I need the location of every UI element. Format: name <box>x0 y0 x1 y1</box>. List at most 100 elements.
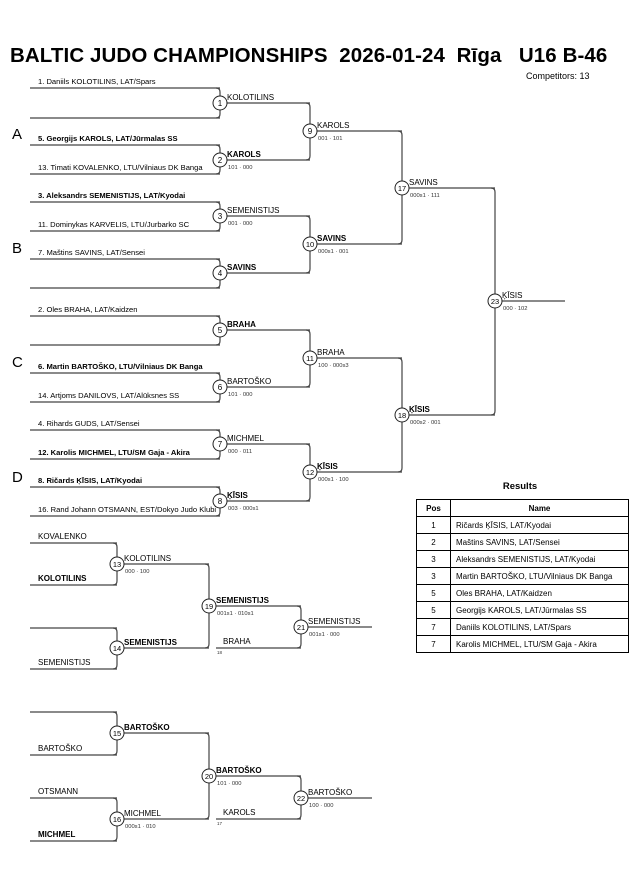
results-header-name: Name <box>450 499 629 517</box>
match-number: 9 <box>308 127 313 136</box>
match-number-circle <box>487 293 503 309</box>
match-number-circle <box>212 265 228 281</box>
match-number: 19 <box>205 602 213 611</box>
entry-name: 16. Rand Johann OTSMANN, EST/Dokyo Judo … <box>38 505 216 514</box>
winner-name: BARTOŠKO <box>216 766 262 775</box>
match-number: 10 <box>306 240 314 249</box>
match-score: 001 · 000 <box>228 221 253 227</box>
result-name: Ričards ĶĪSIS, LAT/Kyodai <box>450 516 629 534</box>
match-number-circle <box>212 152 228 168</box>
winner-name: KOLOTILINS <box>124 554 171 563</box>
result-pos: 1 <box>416 516 451 534</box>
match-number-circle <box>109 556 125 572</box>
match-number: 15 <box>113 729 121 738</box>
match-number: 14 <box>113 644 121 653</box>
match-number-circle <box>201 768 217 784</box>
match-score: 000 · 102 <box>503 306 528 312</box>
match-number: 18 <box>398 411 406 420</box>
match-score: 001s1 · 010s1 <box>217 611 254 617</box>
entry-name: 3. Aleksandrs SEMENISTIJS, LAT/Kyodai <box>38 191 185 200</box>
match-number: 4 <box>218 269 223 278</box>
match-number-circle <box>302 236 318 252</box>
repechage-entry-name: OTSMANN <box>38 787 78 796</box>
result-name: Georgijs KAROLS, LAT/Jūrmalas SS <box>450 601 629 619</box>
match-score: 001s1 · 000 <box>309 632 340 638</box>
repechage-entry-name: BARTOŠKO <box>38 744 82 753</box>
match-number: 21 <box>297 623 305 632</box>
winner-name: SAVINS <box>409 178 438 187</box>
match-number-circle <box>293 619 309 635</box>
winner-name: ĶĪSIS <box>317 462 339 471</box>
winner-name: ĶĪSIS <box>502 291 522 300</box>
winner-name: SEMENISTIJS <box>308 617 360 626</box>
repechage-entry-name: KOVALENKO <box>38 532 87 541</box>
winner-name: KAROLS <box>317 121 349 130</box>
match-number-circle <box>302 123 318 139</box>
match-number: 20 <box>205 772 213 781</box>
winner-name: ĶĪSIS <box>409 405 431 414</box>
repechage-entry-name: MICHMEL <box>38 830 75 839</box>
entry-name: 8. Ričards ĶĪSIS, LAT/Kyodai <box>38 476 142 485</box>
match-number: 7 <box>218 440 223 449</box>
entry-name: 1. Daniils KOLOTILINS, LAT/Spars <box>38 77 156 86</box>
match-number: 17 <box>398 184 406 193</box>
results-header-row: Pos Name <box>416 499 629 517</box>
match-number-circle <box>212 322 228 338</box>
crossover-name: KAROLS <box>223 808 255 817</box>
pool-label: B <box>12 240 22 257</box>
match-number-circle <box>394 180 410 196</box>
match-number: 13 <box>113 560 121 569</box>
winner-name: BARTOŠKO <box>308 788 352 797</box>
result-name: Martin BARTOŠKO, LTU/Vilniaus DK Banga <box>450 567 629 585</box>
match-score: 000s1 · 001 <box>318 249 349 255</box>
match-number: 8 <box>218 497 223 506</box>
match-number: 5 <box>218 326 223 335</box>
match-number-circle <box>212 208 228 224</box>
match-number: 3 <box>218 212 223 221</box>
match-number-circle <box>302 350 318 366</box>
winner-name: BRAHA <box>317 348 345 357</box>
match-number-circle <box>109 725 125 741</box>
match-score: 000s1 · 100 <box>318 477 349 483</box>
match-score: 101 · 000 <box>228 165 253 171</box>
competitors-count: Competitors: 13 <box>526 71 590 81</box>
results-header-pos: Pos <box>416 499 451 517</box>
winner-name: SAVINS <box>317 234 347 243</box>
result-name: Oles BRAHA, LAT/Kaidzen <box>450 584 629 602</box>
winner-name: MICHMEL <box>227 434 264 443</box>
match-number-circle <box>212 95 228 111</box>
entry-name: 12. Karolis MICHMEL, LTU/SM Gaja - Akira <box>38 448 191 457</box>
match-number: 6 <box>218 383 223 392</box>
entry-name: 14. Artjoms DANILOVS, LAT/Alūksnes SS <box>38 391 179 400</box>
match-score: 000s2 · 001 <box>410 420 441 426</box>
match-number-circle <box>212 493 228 509</box>
match-number-circle <box>212 436 228 452</box>
match-number-circle <box>212 379 228 395</box>
winner-name: SEMENISTIJS <box>124 638 178 647</box>
entry-name: 11. Dominykas KARVELIS, LTU/Jurbarko SC <box>38 220 190 229</box>
match-score: 000s1 · 111 <box>410 193 440 199</box>
match-score: 000s1 · 010 <box>125 824 156 830</box>
match-score: 101 · 000 <box>228 392 253 398</box>
match-number: 12 <box>306 468 314 477</box>
winner-name: KAROLS <box>227 150 261 159</box>
match-number-circle <box>302 464 318 480</box>
entry-name: 7. Maštins SAVINS, LAT/Sensei <box>38 248 145 257</box>
match-score: 001 · 101 <box>318 136 343 142</box>
winner-name: SEMENISTIJS <box>216 596 270 605</box>
result-pos: 5 <box>416 584 451 602</box>
match-score: 100 · 000 <box>309 803 334 809</box>
match-number-circle <box>394 407 410 423</box>
pool-label: C <box>12 354 23 371</box>
result-pos: 5 <box>416 601 451 619</box>
match-score: 000 · 100 <box>125 569 150 575</box>
match-score: 000 · 011 <box>228 449 252 455</box>
match-score: 003 · 000s1 <box>228 506 259 512</box>
pool-label: A <box>12 126 22 143</box>
result-name: Maštins SAVINS, LAT/Sensei <box>450 533 629 551</box>
